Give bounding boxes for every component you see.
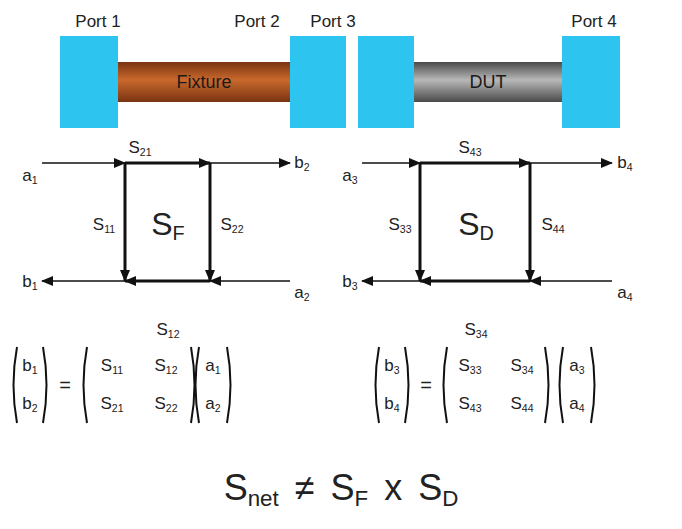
- symbol-label: a4: [617, 284, 632, 303]
- symbol-label: S22: [154, 395, 177, 414]
- flow-graph: [362, 163, 612, 281]
- fixture-bar: [116, 62, 292, 102]
- equation-term: SD: [418, 468, 458, 508]
- symbol-label: S12: [156, 321, 179, 340]
- symbol-label: b4: [617, 154, 632, 173]
- symbol-label: b3: [342, 273, 357, 292]
- dut-bar: DUT: [414, 62, 562, 102]
- dut-bar: [412, 62, 564, 102]
- equation-term: SF: [331, 468, 369, 508]
- symbol-label: b2: [294, 154, 309, 173]
- node-text: DUT: [470, 72, 507, 93]
- symbol-label: a3: [569, 357, 584, 376]
- symbol-label: S21: [100, 395, 123, 414]
- port-label: Port 4: [571, 13, 616, 32]
- symbol-label: SF: [151, 207, 184, 242]
- symbol-label: S22: [220, 216, 243, 235]
- equation-term: x: [384, 468, 402, 508]
- equation-row: Snet ≠ SF x SD: [0, 468, 682, 508]
- symbol-label: S43: [458, 139, 481, 158]
- symbol-label: a2: [205, 395, 220, 414]
- symbol-label: S43: [458, 395, 481, 414]
- symbol-label: b3: [384, 357, 399, 376]
- symbol-label: a1: [205, 357, 220, 376]
- symbol-label: b2: [22, 395, 37, 414]
- flow-graph: [42, 163, 290, 281]
- equation-term: ≠: [295, 468, 315, 508]
- symbol-label: a3: [342, 167, 357, 186]
- symbol-label: S11: [101, 357, 123, 376]
- symbol-label: =: [420, 374, 432, 396]
- symbol-label: b1: [22, 357, 37, 376]
- symbol-label: =: [59, 374, 71, 396]
- matrix-bracket: [14, 347, 595, 423]
- symbol-label: a4: [569, 395, 584, 414]
- fixture-bar: Fixture: [118, 62, 290, 102]
- port-label: Port 2: [234, 13, 279, 32]
- node-text: Fixture: [176, 72, 231, 93]
- equation-term: Snet: [224, 468, 279, 508]
- symbol-label: S44: [541, 216, 564, 235]
- port-block: [60, 36, 118, 128]
- symbol-label: S34: [464, 321, 487, 340]
- symbol-label: b4: [384, 395, 399, 414]
- symbol-label: S33: [388, 216, 411, 235]
- port-block: [290, 36, 346, 128]
- symbol-label: a2: [294, 284, 309, 303]
- symbol-label: S44: [510, 395, 533, 414]
- symbol-label: S33: [458, 357, 481, 376]
- symbol-label: S11: [93, 216, 115, 235]
- port-label: Port 3: [310, 13, 355, 32]
- symbol-label: S34: [510, 357, 533, 376]
- port-block: [562, 36, 620, 128]
- symbol-label: a1: [22, 167, 37, 186]
- symbol-label: S21: [128, 139, 151, 158]
- symbol-label: S12: [154, 357, 177, 376]
- port-label: Port 1: [75, 13, 120, 32]
- symbol-label: SD: [458, 207, 494, 242]
- port-block: [358, 36, 414, 128]
- symbol-label: b1: [22, 273, 37, 292]
